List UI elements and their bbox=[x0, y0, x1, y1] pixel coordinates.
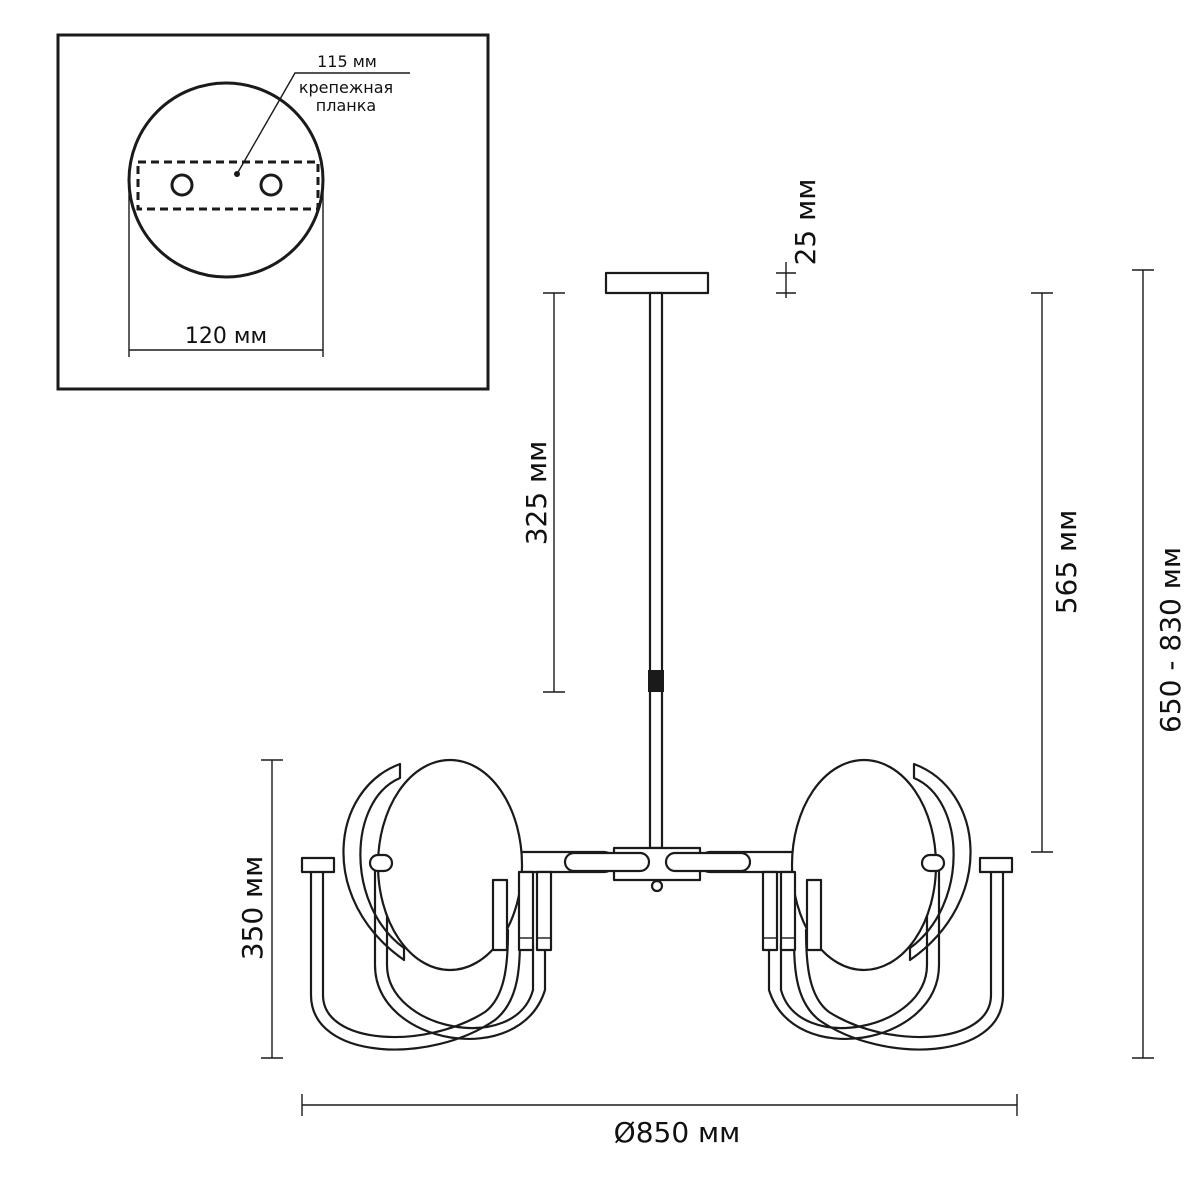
right-back-crescent bbox=[908, 762, 972, 962]
right-outer-loop-inner bbox=[804, 870, 993, 1039]
canopy-diameter-label: 120 мм bbox=[185, 324, 267, 349]
mount-plate-offset-label: 115 мм bbox=[317, 52, 377, 71]
left-end-cap bbox=[300, 856, 336, 874]
right-socket-2 bbox=[761, 870, 779, 952]
dim-diameter-label: Ø850 мм bbox=[614, 1116, 741, 1149]
hub-finial bbox=[650, 879, 664, 893]
left-socket-2 bbox=[535, 870, 553, 952]
mounting-plate-outline bbox=[136, 160, 320, 211]
dim-total-height-label: 650 - 830 мм bbox=[1154, 547, 1187, 733]
right-socket-3 bbox=[805, 878, 823, 952]
right-socket-1 bbox=[779, 870, 797, 952]
rod-coupling bbox=[648, 670, 664, 692]
left-back-crescent bbox=[342, 762, 406, 962]
inset-frame bbox=[56, 33, 490, 391]
right-inner-loop-2 bbox=[779, 866, 929, 1030]
left-socket-3 bbox=[491, 878, 509, 952]
left-pivot bbox=[368, 853, 394, 873]
mounting-hole-right bbox=[259, 173, 283, 197]
left-socket-1 bbox=[517, 870, 535, 952]
mounting-hole-left bbox=[170, 173, 194, 197]
right-outer-loop bbox=[792, 870, 1005, 1051]
right-pivot bbox=[920, 853, 946, 873]
dim-rod-length-label: 325 мм bbox=[520, 441, 553, 546]
right-shade-assembly bbox=[761, 758, 1014, 1051]
dim-body-height-label: 350 мм bbox=[236, 856, 269, 961]
hub-capsule-left bbox=[563, 851, 651, 873]
canopy-circle bbox=[127, 81, 325, 279]
hub-capsule-right bbox=[664, 851, 752, 873]
chandelier bbox=[300, 271, 1014, 1051]
left-inner-loop-2 bbox=[385, 866, 535, 1030]
right-end-cap bbox=[978, 856, 1014, 874]
left-inner-loop bbox=[373, 866, 547, 1040]
suspension-rod bbox=[648, 291, 664, 850]
canopy bbox=[604, 271, 710, 295]
left-shade-assembly bbox=[300, 758, 553, 1051]
left-outer-loop bbox=[309, 870, 522, 1051]
dim-canopy-height-label: 25 мм bbox=[789, 179, 822, 266]
mount-plate-label-1: крепежная bbox=[299, 78, 393, 97]
left-outer-loop-inner bbox=[321, 870, 510, 1039]
mount-plate-label-2: планка bbox=[316, 96, 376, 115]
dim-565-label: 565 мм bbox=[1050, 510, 1083, 615]
right-inner-loop bbox=[767, 866, 941, 1040]
dimensions: 25 мм 325 мм 565 мм 650 - 830 мм 350 мм … bbox=[236, 179, 1187, 1149]
canopy-inset: 115 мм крепежная планка 120 мм bbox=[56, 33, 490, 391]
leader-line bbox=[236, 72, 410, 175]
